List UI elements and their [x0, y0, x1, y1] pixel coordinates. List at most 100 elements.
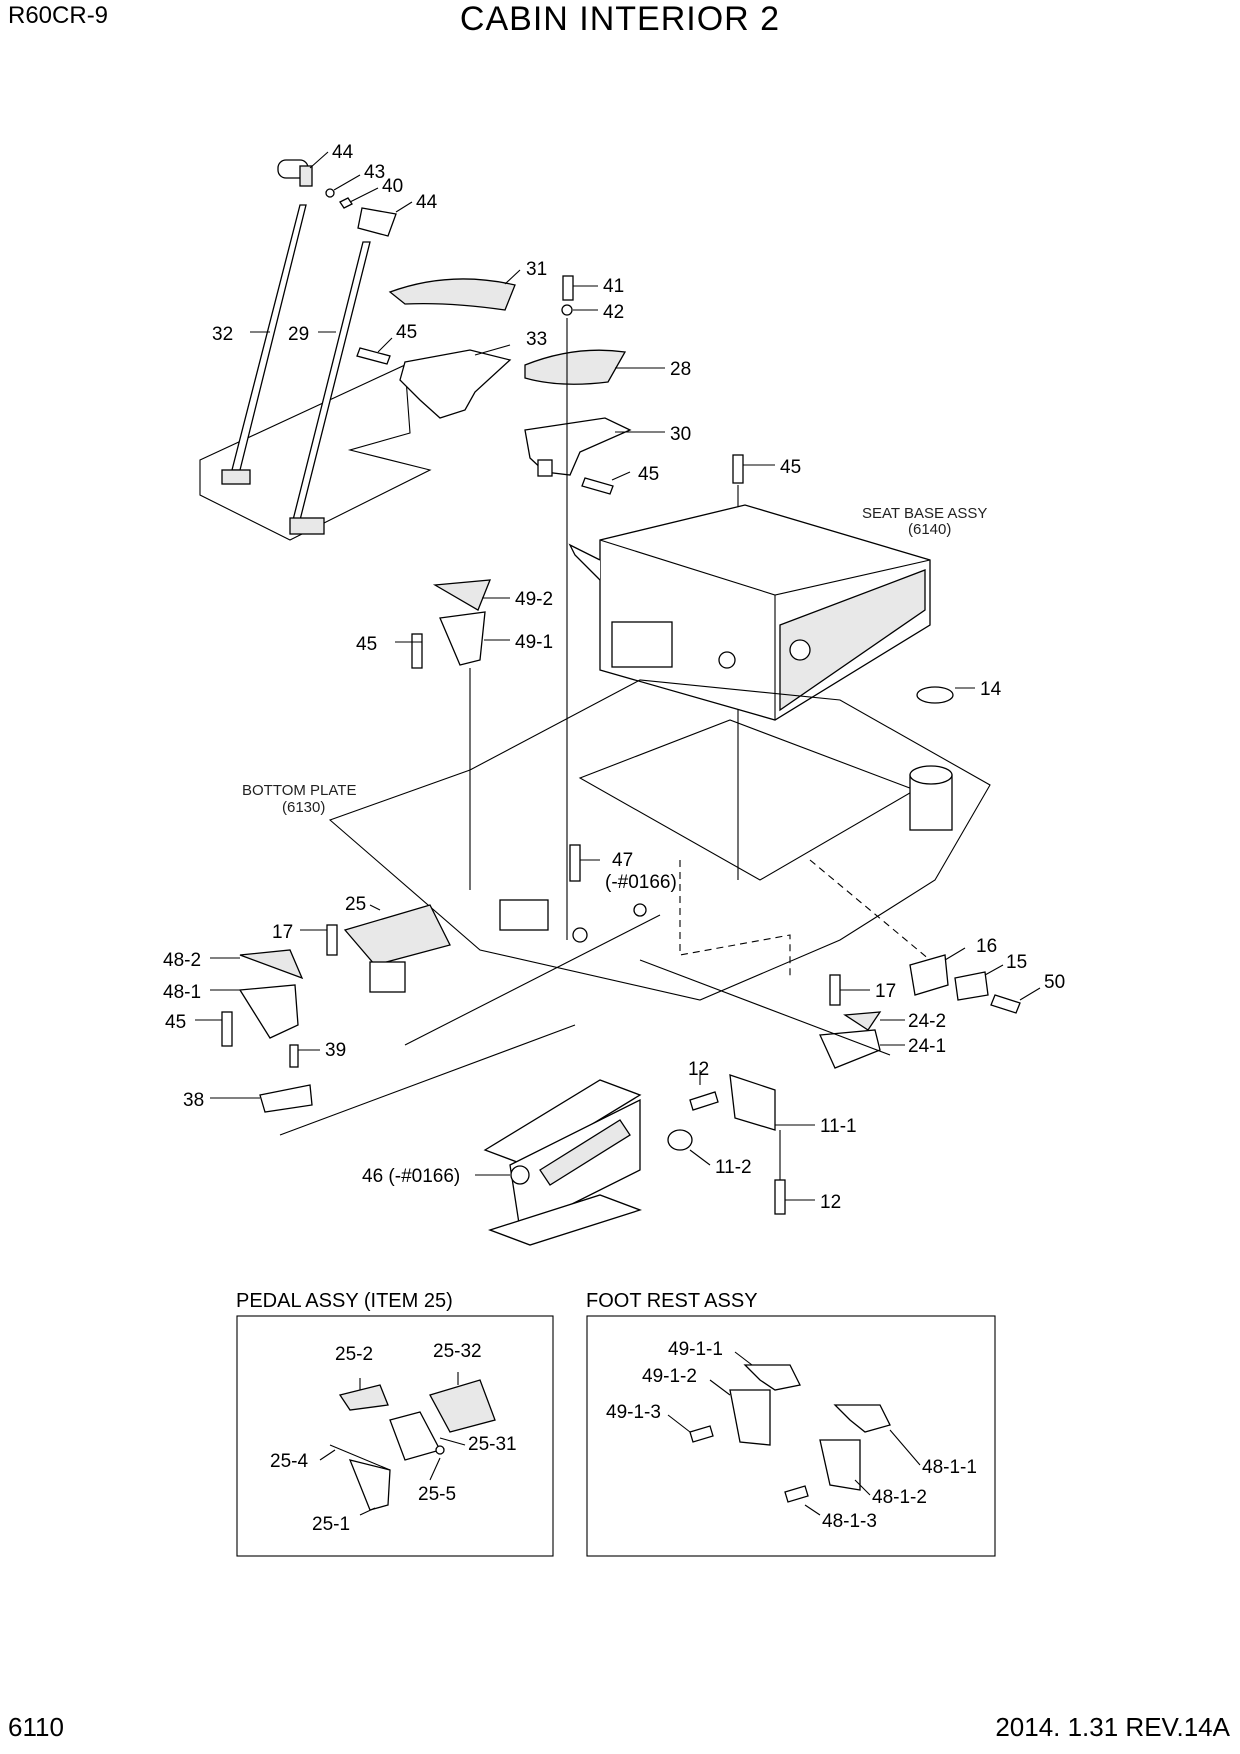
callout-12-upper: 12 — [688, 1059, 709, 1080]
callout-15: 15 — [1006, 952, 1027, 973]
hidden-line-1 — [679, 860, 791, 980]
callout-31: 31 — [526, 259, 547, 280]
callout-47: 47 — [612, 850, 633, 871]
callout-49-1: 49-1 — [515, 632, 553, 653]
bracket-30-tab — [537, 459, 553, 477]
washer-43 — [325, 188, 335, 198]
pedal-25 — [343, 904, 451, 966]
leader-25 — [404, 914, 661, 1046]
callout-30: 30 — [670, 424, 691, 445]
pedal-pad-28 — [524, 349, 627, 385]
pedal-mechanism-46 — [483, 1079, 642, 1246]
bolt-45-lower — [221, 1011, 233, 1047]
foot-rest-label-48-1-2: 48-1-2 — [872, 1487, 927, 1508]
callout-47-serial: (-#0166) — [605, 872, 677, 893]
hidden-line-2 — [809, 859, 931, 961]
callout-28: 28 — [670, 359, 691, 380]
screw-40 — [339, 197, 353, 209]
callout-11-2: 11-2 — [715, 1157, 752, 1178]
callout-42: 42 — [603, 302, 624, 323]
seat-base-assy-ref: (6140) — [908, 521, 951, 538]
foot-rest-label-49-1-3: 49-1-3 — [606, 1402, 661, 1423]
pedal-assy-label-25-5: 25-5 — [418, 1484, 456, 1505]
page-number: 6110 — [8, 1712, 64, 1742]
callout-40: 40 — [382, 176, 403, 197]
leader-38 — [279, 1024, 576, 1136]
pedal-assy-inset: PEDAL ASSY (ITEM 25) 25-2 25-32 25-31 25… — [236, 1290, 554, 1557]
callout-45-upper: 45 — [396, 322, 417, 343]
callout-49-2: 49-2 — [515, 589, 553, 610]
bracket-15 — [954, 971, 989, 1001]
bolt-50 — [990, 994, 1021, 1014]
callout-33: 33 — [526, 329, 547, 350]
callout-43: 43 — [364, 162, 385, 183]
callout-44-upper: 44 — [332, 142, 354, 163]
bolt-17-left — [326, 924, 338, 956]
bolt-47 — [569, 844, 581, 882]
bolt-45-seat — [732, 454, 744, 484]
foot-rest-assy-title: FOOT REST ASSY — [586, 1290, 758, 1312]
bottom-plate-outline — [328, 679, 991, 1001]
seat-base-assy — [568, 504, 931, 721]
pedal-assy-label-25-32: 25-32 — [433, 1341, 482, 1362]
washer-42 — [561, 304, 573, 316]
foot-rest-label-48-1-1: 48-1-1 — [922, 1457, 977, 1478]
knob-44-lower — [357, 207, 397, 237]
pedal-assy-label-25-1: 25-1 — [312, 1514, 350, 1535]
foot-rest-label-49-1-2: 49-1-2 — [642, 1366, 697, 1387]
bolt-41 — [562, 275, 574, 301]
callout-41: 41 — [603, 276, 624, 297]
bracket-33 — [399, 349, 512, 419]
leader-24 — [639, 959, 891, 1056]
bolt-12-lower — [774, 1179, 786, 1215]
pedal-bracket-24-1 — [819, 1029, 881, 1069]
callout-48-1: 48-1 — [163, 982, 201, 1003]
callout-16: 16 — [976, 936, 997, 957]
bolt-39 — [289, 1044, 299, 1068]
seat-support-14 — [909, 686, 954, 831]
callout-44-lower: 44 — [416, 192, 438, 213]
foot-rest-bracket-48-1 — [238, 984, 299, 1039]
callout-25: 25 — [345, 894, 366, 915]
callout-45-mid: 45 — [638, 464, 659, 485]
knob-44-upper — [277, 159, 313, 187]
seat-base-assy-label: SEAT BASE ASSY — [862, 505, 987, 522]
bottom-plate-label: BOTTOM PLATE — [242, 782, 356, 799]
callout-45-seat: 45 — [780, 457, 801, 478]
callout-24-2: 24-2 — [908, 1011, 946, 1032]
callout-11-1: 11-1 — [820, 1116, 857, 1137]
lever-29 — [289, 241, 371, 535]
bottom-plate-access-cover — [499, 899, 549, 931]
callout-29: 29 — [288, 324, 309, 345]
foot-rest-pad-49-2 — [432, 579, 491, 611]
callout-24-1: 24-1 — [908, 1036, 946, 1057]
callout-12-lower: 12 — [820, 1192, 841, 1213]
callout-48-2: 48-2 — [163, 950, 201, 971]
callout-17-left: 17 — [272, 922, 293, 943]
plate-38 — [259, 1084, 313, 1113]
callout-45-lower: 45 — [165, 1012, 186, 1033]
pedal-pad-24-2 — [843, 1011, 882, 1031]
plate-11-1 — [729, 1074, 776, 1131]
foot-rest-assy-inset: FOOT REST ASSY 49-1-1 49-1-2 49-1-3 48-1… — [586, 1290, 996, 1557]
pedal-assy-label-25-2: 25-2 — [335, 1344, 373, 1365]
pedal-assy-title: PEDAL ASSY (ITEM 25) — [236, 1290, 453, 1312]
bolt-45-upper — [356, 347, 391, 365]
callout-17-right: 17 — [875, 981, 896, 1002]
lever-32 — [221, 204, 307, 485]
model-number: R60CR-9 — [8, 2, 109, 29]
revision-date: 2014. 1.31 REV.14A — [995, 1712, 1230, 1742]
bolt-12-upper — [689, 1091, 719, 1111]
callout-leaders — [195, 151, 1041, 1201]
callout-46: 46 (-#0166) — [362, 1166, 460, 1187]
page-title: CABIN INTERIOR 2 — [459, 0, 781, 38]
foot-rest-label-48-1-3: 48-1-3 — [822, 1511, 877, 1532]
callout-14: 14 — [980, 679, 1002, 700]
pedal-pad-31 — [388, 278, 516, 311]
pedal-assy-label-25-4: 25-4 — [270, 1451, 308, 1472]
callout-45-foot: 45 — [356, 634, 377, 655]
callout-39: 39 — [325, 1040, 346, 1061]
callout-50: 50 — [1044, 972, 1065, 993]
bolt-45-mid — [581, 477, 614, 495]
